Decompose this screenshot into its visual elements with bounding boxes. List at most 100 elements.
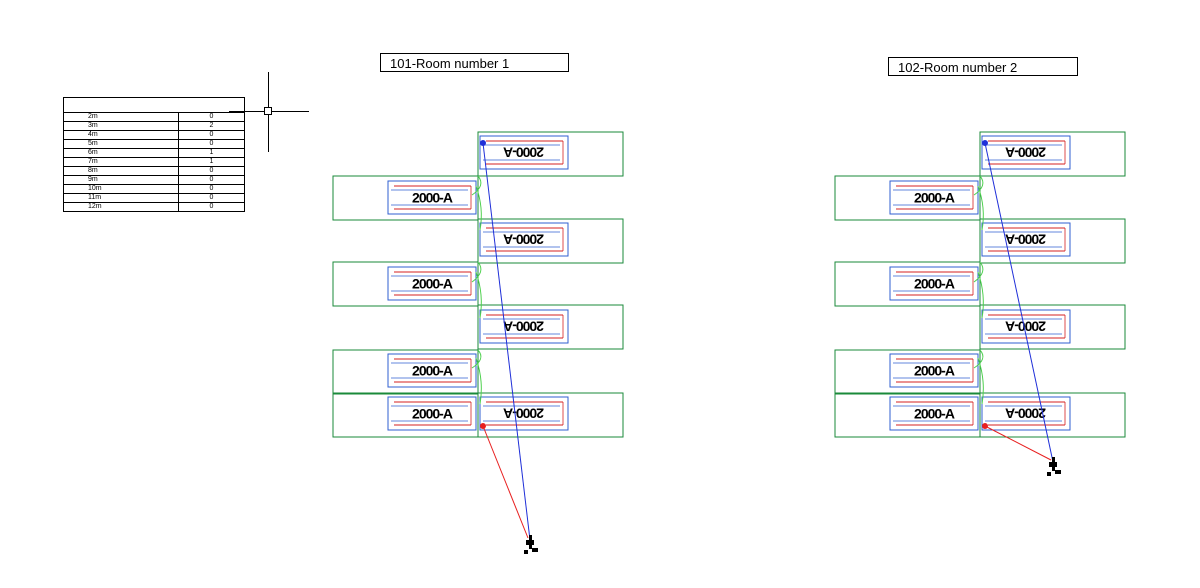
panel-label: 2000-A bbox=[503, 145, 544, 161]
heating-panel: 2000-A bbox=[479, 309, 569, 344]
schedule-count-cell: 0 bbox=[178, 139, 245, 149]
panel-label: 2000-A bbox=[412, 190, 453, 206]
heating-panel: 2000-A bbox=[479, 396, 569, 431]
jumper-pipe bbox=[471, 349, 482, 369]
jumper-pipe bbox=[977, 271, 984, 319]
heating-panel: 2000-A bbox=[387, 266, 477, 301]
jumper-pipe bbox=[973, 261, 984, 283]
panel-label: 2000-A bbox=[1005, 406, 1046, 422]
panel-outline bbox=[479, 309, 569, 344]
panel-outline bbox=[889, 396, 979, 431]
heating-zone bbox=[979, 131, 1126, 177]
heating-panel: 2000-A bbox=[981, 222, 1071, 257]
return-node bbox=[982, 423, 988, 429]
schedule-count-cell: 2 bbox=[178, 121, 245, 131]
heating-zone bbox=[332, 349, 479, 395]
schedule-length-cell: 11m bbox=[63, 193, 179, 203]
panel-outline bbox=[479, 222, 569, 257]
heating-zone bbox=[834, 261, 981, 307]
panel-label: 2000-A bbox=[1005, 232, 1046, 248]
schedule-count-cell: 0 bbox=[178, 112, 245, 122]
panel-outline bbox=[981, 135, 1071, 170]
schedule-count-cell: 0 bbox=[178, 175, 245, 185]
heating-panel: 2000-A bbox=[387, 180, 477, 215]
panel-outline bbox=[387, 180, 477, 215]
schedule-count-cell: 1 bbox=[178, 148, 245, 158]
schedule-count-cell: 0 bbox=[178, 202, 245, 212]
schedule-length-cell: 12m bbox=[63, 202, 179, 212]
heating-panel: 2000-A bbox=[387, 396, 477, 431]
heating-panel: 2000-A bbox=[479, 222, 569, 257]
room-102-drawing: 2000-A2000-A2000-A2000-A2000-A2000-A2000… bbox=[834, 131, 1126, 476]
panel-outline bbox=[479, 396, 569, 431]
jumper-pipe bbox=[475, 271, 482, 319]
schedule-count-cell: 1 bbox=[178, 157, 245, 167]
schedule-length-cell: 9m bbox=[63, 175, 179, 185]
panel-outline bbox=[387, 353, 477, 388]
room-label-102[interactable]: 102-Room number 2 bbox=[888, 57, 1078, 76]
heating-zone bbox=[477, 131, 624, 177]
jumper-pipe bbox=[475, 357, 482, 405]
jumper-pipe bbox=[973, 175, 984, 196]
room-label-101[interactable]: 101-Room number 1 bbox=[380, 53, 569, 72]
jumper-pipe bbox=[471, 175, 482, 196]
panel-label: 2000-A bbox=[914, 363, 955, 379]
heating-zone bbox=[834, 392, 981, 438]
heating-panel: 2000-A bbox=[387, 353, 477, 388]
panel-outline bbox=[889, 180, 979, 215]
schedule-length-cell: 10m bbox=[63, 184, 179, 194]
return-node bbox=[480, 423, 486, 429]
schedule-header-cell bbox=[63, 97, 245, 113]
heating-panel: 2000-A bbox=[889, 353, 979, 388]
heating-zone bbox=[477, 218, 624, 264]
heating-zone bbox=[979, 304, 1126, 350]
schedule-length-cell: 4m bbox=[63, 130, 179, 140]
room-101-drawing: 2000-A 2000-A 2000-A 2000-A 2000-A 2000-A 2000… bbox=[332, 131, 624, 554]
heating-zone bbox=[834, 175, 981, 221]
manifold-icon bbox=[524, 535, 538, 554]
heating-panel: 2000-A bbox=[981, 135, 1071, 170]
heating-zone bbox=[332, 261, 479, 307]
heating-panel: 2000-A bbox=[889, 266, 979, 301]
panel-outline bbox=[981, 309, 1071, 344]
jumper-pipe bbox=[973, 349, 984, 369]
schedule-count-cell: 0 bbox=[178, 166, 245, 176]
jumper-pipe bbox=[977, 357, 984, 405]
panel-label: 2000-A bbox=[412, 363, 453, 379]
heating-panel: 2000-A bbox=[889, 180, 979, 215]
heating-zone bbox=[979, 218, 1126, 264]
schedule-length-cell: 7m bbox=[63, 157, 179, 167]
heating-panel: 2000-A bbox=[981, 309, 1071, 344]
panel-label: 2000-A bbox=[914, 406, 955, 422]
panel-outline bbox=[889, 353, 979, 388]
manifold-icon bbox=[1047, 457, 1061, 476]
heating-zone bbox=[332, 392, 479, 438]
return-line bbox=[482, 425, 529, 539]
schedule-length-cell: 8m bbox=[63, 166, 179, 176]
schedule-length-cell: 5m bbox=[63, 139, 179, 149]
schedule-header-row bbox=[63, 97, 245, 113]
panel-outline bbox=[387, 396, 477, 431]
jumper-pipe bbox=[471, 261, 482, 283]
schedule-length-cell: 3m bbox=[63, 121, 179, 131]
schedule-count-cell: 0 bbox=[178, 184, 245, 194]
panel-label: 2000-A bbox=[503, 319, 544, 335]
panel-label: 2000-A bbox=[1005, 319, 1046, 335]
panel-label: 2000-A bbox=[412, 276, 453, 292]
supply-line bbox=[482, 142, 531, 541]
heating-panel: 2000-A bbox=[889, 396, 979, 431]
panel-label: 2000-A bbox=[503, 406, 544, 422]
schedule-count-cell: 0 bbox=[178, 193, 245, 203]
